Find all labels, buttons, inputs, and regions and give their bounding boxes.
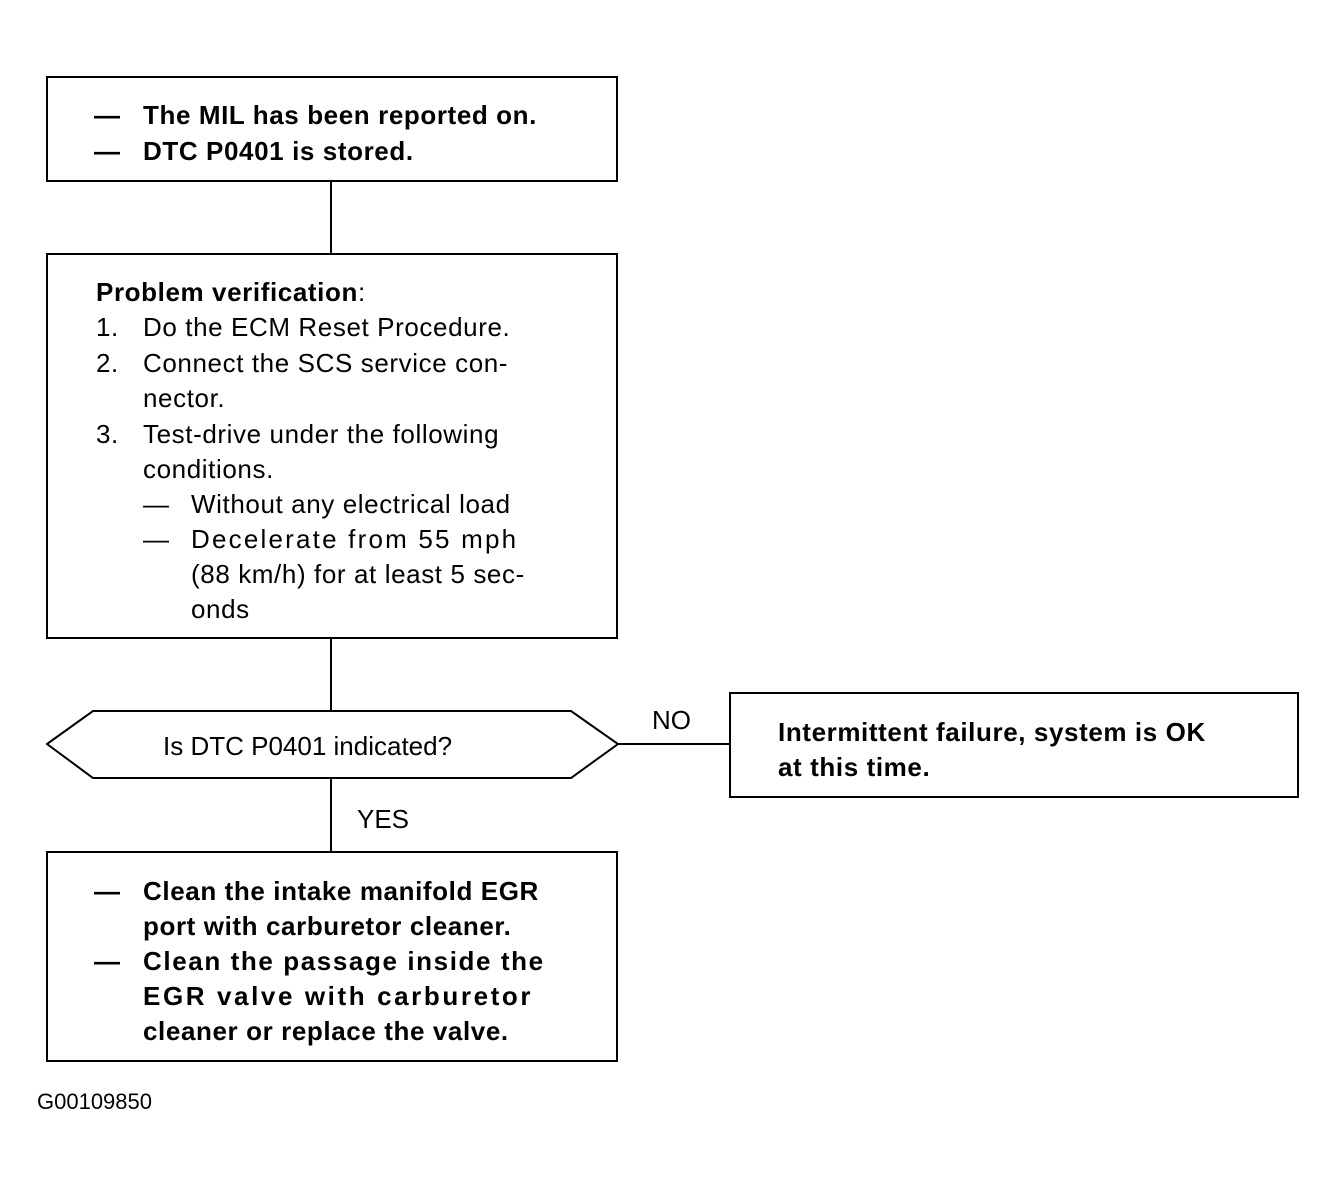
step-number: 3. (96, 419, 119, 449)
connector-decision-no (617, 743, 730, 745)
start-item-2: DTC P0401 is stored. (143, 136, 414, 166)
connector-decision-yes (330, 778, 332, 852)
action-box: — Clean the intake manifold EGR port wit… (46, 851, 618, 1062)
action-1-line-2: port with carburetor cleaner. (143, 911, 512, 941)
start-item-1: The MIL has been reported on. (143, 100, 537, 130)
connector-box1-box2 (330, 181, 332, 254)
step-3-line-1: Test-drive under the following (143, 419, 500, 449)
dash-marker: — (143, 489, 170, 519)
problem-verification-box: Problem verification: 1. Do the ECM Rese… (46, 253, 618, 639)
action-1-line-1: Clean the intake manifold EGR (143, 876, 539, 906)
problem-verification-heading: Problem verification: (96, 275, 366, 310)
no-box-line-2: at this time. (778, 752, 931, 782)
start-box: — The MIL has been reported on. — DTC P0… (46, 76, 618, 182)
connector-box2-decision (330, 638, 332, 712)
dash-marker: — (94, 876, 121, 906)
dash-marker: — (94, 100, 121, 130)
dash-marker: — (143, 524, 170, 554)
condition-2-line-2: (88 km/h) for at least 5 sec- (191, 559, 525, 589)
action-2-line-1: Clean the passage inside the (143, 946, 545, 976)
heading-colon: : (357, 277, 366, 307)
action-2-line-3: cleaner or replace the valve. (143, 1016, 509, 1046)
condition-2-line-1: Decelerate from 55 mph (191, 524, 519, 554)
intermittent-failure-box: Intermittent failure, system is OK at th… (729, 692, 1299, 798)
action-2-line-2: EGR valve with carburetor (143, 981, 534, 1011)
condition-2-line-3: onds (191, 594, 250, 624)
dash-marker: — (94, 946, 121, 976)
step-3-line-2: conditions. (143, 454, 274, 484)
justified-text: Connect the SCS service con- (143, 348, 509, 378)
no-box-line-1: Intermittent failure, system is OK (778, 717, 1206, 747)
decision-question: Is DTC P0401 indicated? (163, 731, 453, 761)
no-label: NO (652, 705, 691, 735)
yes-label: YES (357, 804, 410, 834)
step-1-line-1: Do the ECM Reset Procedure. (143, 312, 511, 342)
step-number: 2. (96, 348, 119, 378)
dash-marker: — (94, 136, 121, 166)
step-2-line-1: Connect the SCS service con- (143, 346, 570, 381)
condition-1-line-1: Without any electrical load (191, 489, 511, 519)
heading-text: Problem verification (96, 277, 358, 307)
step-number: 1. (96, 312, 119, 342)
step-2-line-2: nector. (143, 383, 226, 413)
figure-id: G00109850 (37, 1089, 152, 1114)
